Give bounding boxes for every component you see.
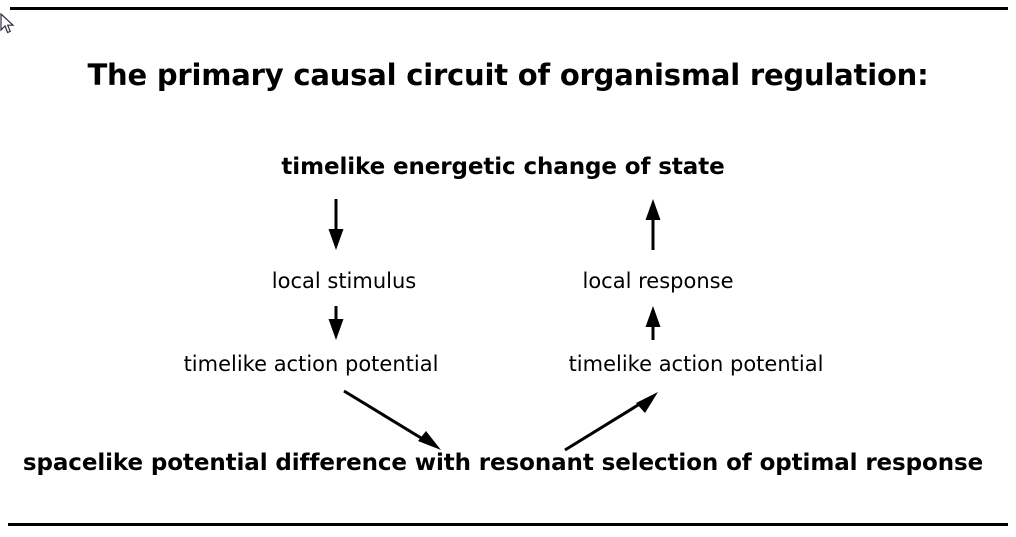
page-title: The primary causal circuit of organismal…: [87, 58, 929, 92]
bottom-divider-rule: [8, 523, 1008, 526]
arrow-action-potential-to-local-response: [645, 306, 661, 340]
node-timelike-energetic-change-of-state: timelike energetic change of state: [281, 154, 725, 180]
top-divider-rule: [10, 7, 1008, 10]
arrow-local-response-to-top: [645, 199, 661, 250]
arrow-local-stimulus-to-action-potential: [328, 306, 344, 340]
arrow-top-to-local-stimulus: [328, 199, 344, 250]
node-local-stimulus: local stimulus: [271, 269, 417, 293]
arrow-left-action-potential-to-spacelike: [343, 389, 441, 450]
node-timelike-action-potential-left: timelike action potential: [183, 352, 439, 376]
mouse-pointer-icon: [0, 13, 15, 34]
arrow-spacelike-to-right-action-potential: [564, 392, 658, 452]
node-spacelike-potential-difference: spacelike potential difference with reso…: [22, 450, 984, 476]
node-local-response: local response: [582, 269, 734, 293]
node-timelike-action-potential-right: timelike action potential: [568, 352, 824, 376]
